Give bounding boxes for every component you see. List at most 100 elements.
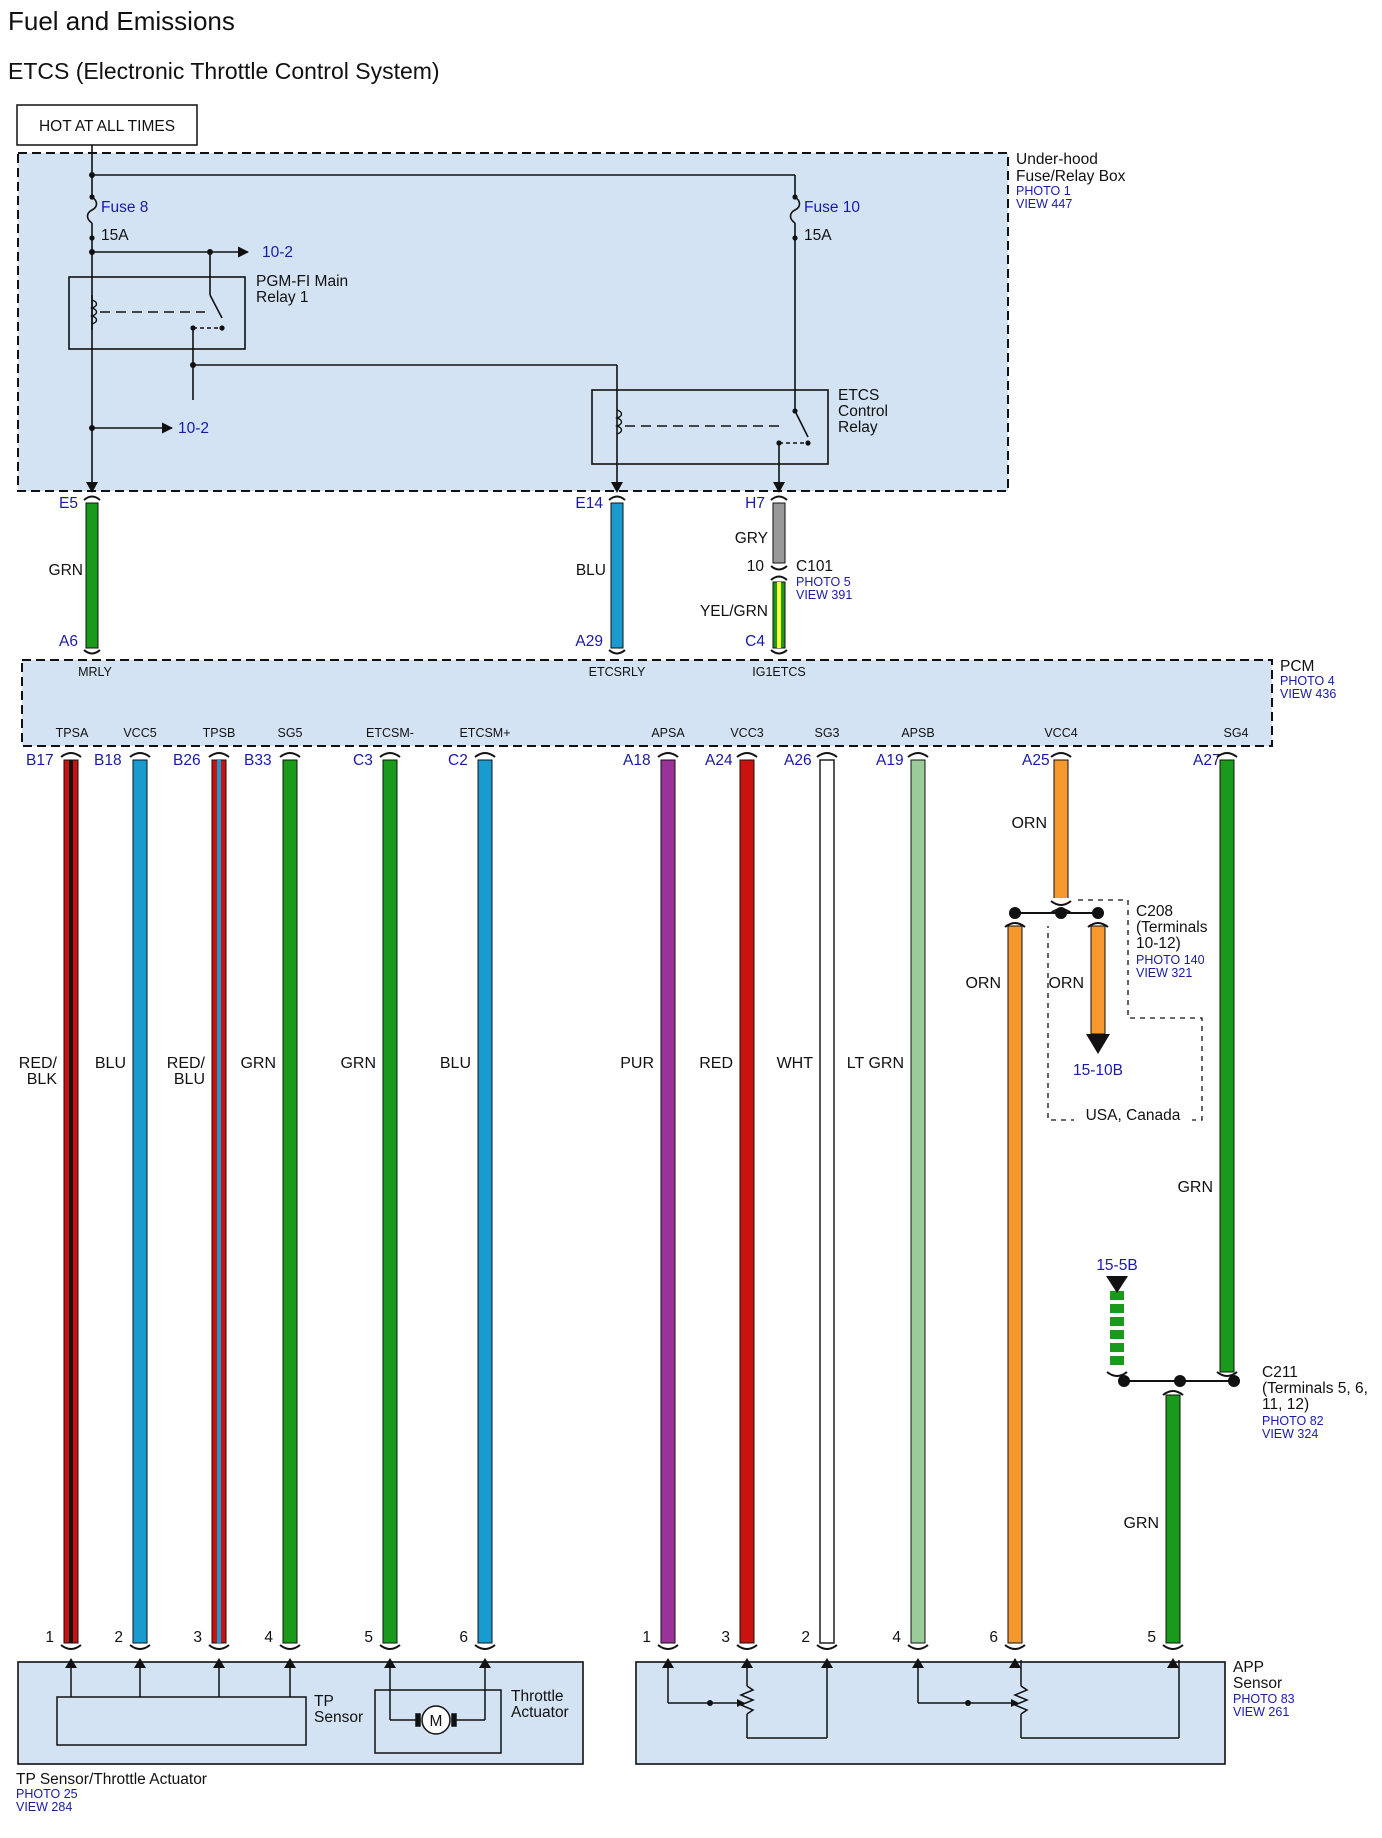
c208-terms-line2: 10-12) bbox=[1136, 935, 1181, 952]
wire-grn-to-app bbox=[1165, 1394, 1181, 1644]
wire-label-sg5-grn: GRN bbox=[240, 1055, 276, 1072]
wire-label-vcc3-red: RED bbox=[699, 1055, 733, 1072]
upper-wire-gry-yelgrn bbox=[770, 495, 788, 655]
fuse8-label: Fuse 8 bbox=[101, 199, 148, 216]
fusebox-circuit bbox=[68, 145, 829, 490]
throttle-actuator-label-line2: Actuator bbox=[511, 1704, 569, 1721]
pcm-photo-ref: PHOTO 4 bbox=[1280, 674, 1335, 688]
app-term-4: 4 bbox=[892, 1629, 901, 1646]
pin-c3: C3 bbox=[353, 752, 373, 769]
tp-sensor-component-name: TP Sensor/Throttle Actuator bbox=[16, 1771, 207, 1788]
hot-at-all-times-label: HOT AT ALL TIMES bbox=[39, 118, 175, 135]
tp-term-4: 4 bbox=[264, 1629, 273, 1646]
relay1-name-line1: PGM-FI Main bbox=[256, 273, 348, 290]
pcm-signal-sg4: SG4 bbox=[1223, 726, 1248, 740]
wire-grn-color-label: GRN bbox=[49, 562, 83, 579]
pin-b26: B26 bbox=[173, 752, 201, 769]
app-term-6: 6 bbox=[989, 1629, 998, 1646]
pcm-signal-etcsm-minus: ETCSM- bbox=[366, 726, 414, 740]
pcm-signal-apsb: APSB bbox=[901, 726, 934, 740]
app-term-5: 5 bbox=[1147, 1629, 1156, 1646]
pcm-label-etcsrly: ETCSRLY bbox=[589, 665, 646, 679]
lower-wires bbox=[63, 759, 1235, 1644]
page-title: Fuel and Emissions bbox=[8, 6, 235, 36]
app-sensor-internal bbox=[667, 1660, 1180, 1739]
pcm-label-ig1etcs: IG1ETCS bbox=[752, 665, 806, 679]
pcm-signal-apsa: APSA bbox=[651, 726, 685, 740]
pcm-view-ref: VIEW 436 bbox=[1280, 687, 1336, 701]
wire-blu-color-label: BLU bbox=[576, 562, 606, 579]
pin-a29: A29 bbox=[575, 633, 603, 650]
wire-apsa-pur bbox=[660, 759, 676, 1644]
pin-a25: A25 bbox=[1022, 752, 1050, 769]
wire-vcc4-orn-top bbox=[1053, 759, 1069, 901]
pin-a18: A18 bbox=[623, 752, 651, 769]
ref-10-2-mid: 10-2 bbox=[178, 420, 209, 437]
pcm-signal-tpsa: TPSA bbox=[56, 726, 89, 740]
pcm-signal-etcsm-plus: ETCSM+ bbox=[459, 726, 510, 740]
c211-splice bbox=[1106, 1276, 1240, 1396]
app-sensor-panel bbox=[635, 1661, 1226, 1765]
tp-term-3: 3 bbox=[193, 1629, 202, 1646]
wire-label-apsa-pur: PUR bbox=[620, 1055, 654, 1072]
wire-etcsm-plus-blu bbox=[477, 759, 493, 1644]
pcm-label-mrly: MRLY bbox=[78, 665, 112, 679]
wire-etcsm-minus-grn bbox=[382, 759, 398, 1644]
wire-orn-to-ref bbox=[1090, 925, 1106, 1035]
pcm-panel bbox=[21, 659, 1273, 747]
pcm-signal-vcc4: VCC4 bbox=[1044, 726, 1077, 740]
wire-label-vcc4-orn: ORN bbox=[1011, 815, 1047, 832]
wire-label-red-blu-2: BLU bbox=[174, 1071, 205, 1088]
pcm-signal-tpsb: TPSB bbox=[203, 726, 236, 740]
c208-photo-ref: PHOTO 140 bbox=[1136, 953, 1205, 967]
pin-e5: E5 bbox=[59, 495, 78, 512]
wire-label-red-blu-1: RED/ bbox=[167, 1055, 206, 1072]
hot-at-all-times-box: HOT AT ALL TIMES bbox=[16, 104, 198, 146]
wire-yelgrn-color-label: YEL/GRN bbox=[700, 603, 768, 620]
lower-wire-color-labels: RED/ BLK BLU RED/ BLU GRN GRN BLU PUR RE… bbox=[19, 815, 1213, 1196]
c211-terms-line2: 11, 12) bbox=[1262, 1396, 1309, 1413]
c208-view-ref: VIEW 321 bbox=[1136, 966, 1192, 980]
pin-a27: A27 bbox=[1193, 752, 1221, 769]
upper-wire-blu bbox=[608, 495, 626, 655]
app-sensor-name-line1: APP bbox=[1233, 1659, 1264, 1676]
throttle-actuator-label-line1: Throttle bbox=[511, 1688, 564, 1705]
fusebox-photo-ref: PHOTO 1 bbox=[1016, 184, 1071, 198]
pin-a26: A26 bbox=[784, 752, 812, 769]
c211-view-ref: VIEW 324 bbox=[1262, 1427, 1318, 1441]
wire-tpsa-red-blk bbox=[63, 759, 79, 1644]
tp-term-6: 6 bbox=[459, 1629, 468, 1646]
wire-label-sg3-wht: WHT bbox=[777, 1055, 814, 1072]
tp-term-2: 2 bbox=[114, 1629, 123, 1646]
wire-apsb-ltgrn bbox=[910, 759, 926, 1644]
wire-orn-to-app bbox=[1007, 925, 1023, 1644]
pin-b18: B18 bbox=[94, 752, 122, 769]
wire-vcc3-red bbox=[739, 759, 755, 1644]
tp-sensor-label-line1: TP bbox=[314, 1693, 334, 1710]
pin-a19: A19 bbox=[876, 752, 904, 769]
wire-gry-color-label: GRY bbox=[735, 530, 768, 547]
c211-wire-lower-label: GRN bbox=[1123, 1515, 1159, 1532]
wire-label-red-blk-2: BLK bbox=[27, 1071, 58, 1088]
wire-vcc5-blu bbox=[132, 759, 148, 1644]
fusebox-junction-dots bbox=[89, 172, 811, 446]
wire-grn-dashed-15-5b bbox=[1110, 1291, 1124, 1365]
pin-b33: B33 bbox=[244, 752, 272, 769]
app-sensor-photo-ref: PHOTO 83 bbox=[1233, 1692, 1295, 1706]
app-term-2: 2 bbox=[801, 1629, 810, 1646]
wire-tpsb-red-blu bbox=[211, 759, 227, 1644]
tp-sensor-view-ref: VIEW 284 bbox=[16, 1800, 72, 1814]
fusebox-exit-arrows bbox=[86, 482, 785, 493]
c208-splice bbox=[1004, 898, 1203, 1121]
pcm-signal-sg3: SG3 bbox=[814, 726, 839, 740]
wire-sg3-wht bbox=[819, 759, 835, 1644]
app-term-3: 3 bbox=[721, 1629, 730, 1646]
wire-label-etcsm-plus-blu: BLU bbox=[440, 1055, 471, 1072]
pin-a6: A6 bbox=[59, 633, 78, 650]
fusebox-panel bbox=[17, 152, 1009, 492]
c101-terminal: 10 bbox=[747, 558, 765, 575]
fuse10-amp: 15A bbox=[804, 227, 832, 244]
ref-15-5b: 15-5B bbox=[1096, 1257, 1137, 1274]
tp-term-5: 5 bbox=[364, 1629, 373, 1646]
